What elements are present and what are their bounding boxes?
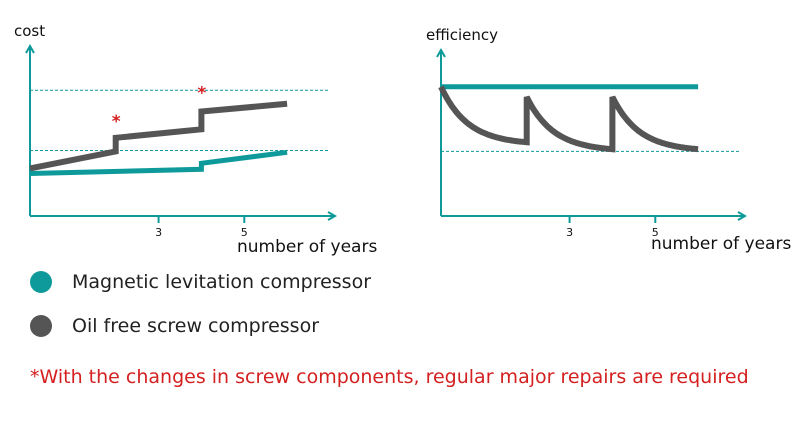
efficiency-y-axis-label: efficiency [426, 26, 498, 44]
legend-swatch-oilfree [30, 315, 52, 337]
footnote: *With the changes in screw components, r… [30, 366, 749, 388]
efficiency-tick-label: 3 [566, 226, 573, 239]
efficiency-series-oilfree [438, 85, 699, 153]
cost-y-axis-label: cost [14, 22, 45, 40]
legend-label-oilfree: Oil free screw compressor [72, 315, 320, 337]
legend-swatch-maglev [30, 271, 52, 293]
cost-series-maglev [29, 149, 288, 176]
efficiency-series [438, 84, 699, 153]
cost-tick-label: 3 [155, 226, 162, 239]
cost-tick-label: 5 [241, 226, 248, 239]
cost-series [29, 100, 288, 176]
efficiency-x-axis-label: number of years [651, 234, 791, 254]
legend-label-maglev: Magnetic levitation compressor [72, 271, 372, 293]
cost-series-oilfree [29, 100, 288, 172]
cost-annotations: ** [112, 84, 207, 132]
cost-repair-marker: * [197, 84, 206, 104]
cost-repair-marker: * [112, 112, 121, 132]
legend-item-oilfree: Oil free screw compressor [30, 311, 430, 341]
efficiency-tick-label: 5 [652, 226, 659, 239]
cost-x-axis-label: number of years [237, 237, 377, 257]
cost-reference-lines [30, 89, 330, 152]
legend-item-maglev: Magnetic levitation compressor [30, 267, 430, 297]
